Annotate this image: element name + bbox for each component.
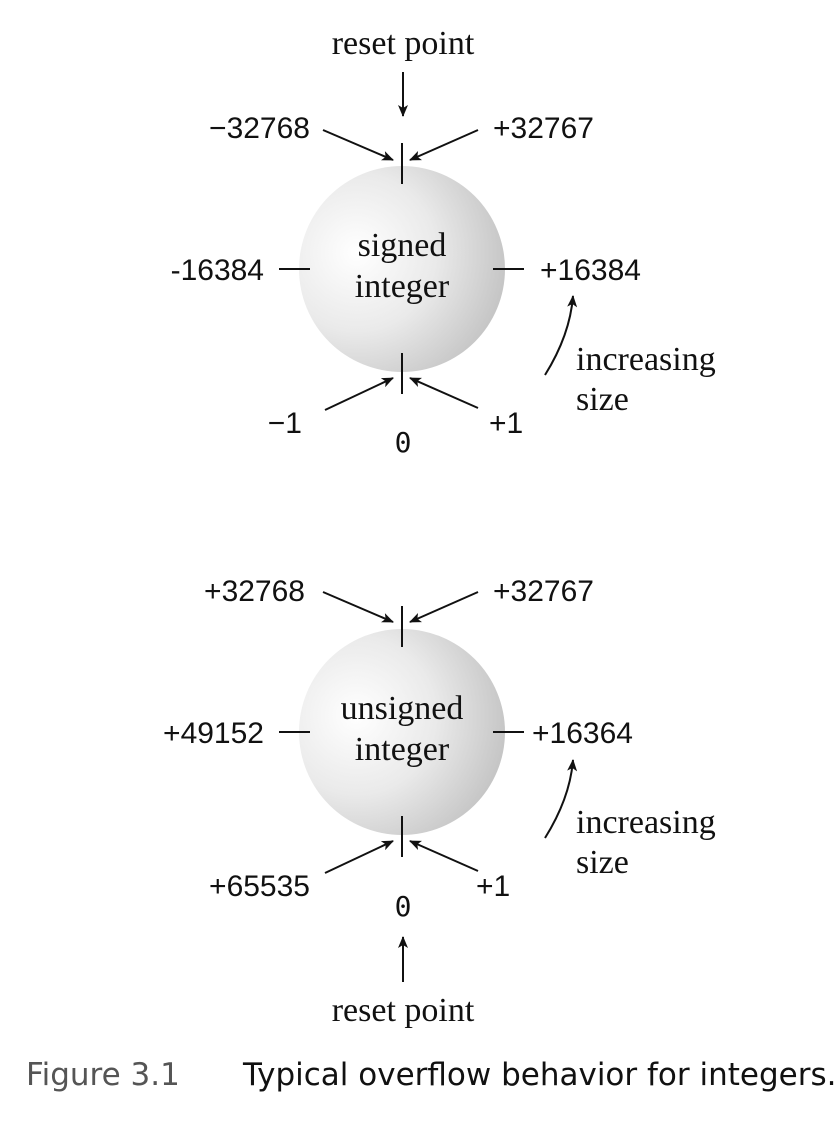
unsigned-bottom-left-arrow	[324, 840, 394, 874]
unsigned-zero-label: 0	[395, 890, 412, 923]
signed-diagram: reset point signed integer −32768 +32767…	[171, 25, 716, 459]
unsigned-circle-label-line2: integer	[355, 731, 450, 768]
signed-top-left-arrow	[322, 129, 394, 161]
unsigned-top-left-arrow	[322, 591, 394, 623]
unsigned-reset-point-label: reset point	[332, 992, 475, 1029]
signed-circle-label-line1: signed	[358, 227, 447, 264]
unsigned-bottom-right-arrow	[409, 840, 479, 872]
unsigned-top-right-value: +32767	[493, 575, 594, 608]
unsigned-circle-label-line1: unsigned	[341, 690, 464, 727]
caption-figure-number: Figure 3.1	[26, 1057, 180, 1093]
signed-increasing-arrow	[544, 295, 578, 376]
unsigned-increasing-label-line2: size	[576, 844, 629, 881]
unsigned-bottom-right-value: +1	[476, 870, 510, 903]
signed-bottom-right-arrow	[409, 377, 479, 409]
unsigned-increasing-arrow	[544, 759, 578, 839]
signed-bottom-right-value: +1	[489, 407, 523, 440]
signed-bottom-left-arrow	[324, 377, 394, 411]
figure-caption: Figure 3.1 Typical overflow behavior for…	[26, 1057, 836, 1093]
unsigned-right-value: +16364	[532, 717, 633, 750]
signed-top-left-value: −32768	[209, 112, 310, 145]
signed-zero-label: 0	[395, 426, 412, 459]
unsigned-bottom-left-value: +65535	[209, 870, 310, 903]
signed-top-right-arrow	[409, 129, 479, 161]
signed-integer-circle	[299, 166, 505, 372]
unsigned-left-value: +49152	[163, 717, 264, 750]
unsigned-increasing-label-line1: increasing	[576, 804, 716, 841]
signed-increasing-label-line1: increasing	[576, 341, 716, 378]
signed-reset-point-label: reset point	[332, 25, 475, 62]
signed-right-value: +16384	[540, 254, 641, 287]
unsigned-diagram: unsigned integer +32768 +32767 +49152 +1…	[163, 575, 716, 1029]
signed-bottom-left-value: −1	[268, 407, 302, 440]
signed-increasing-label-line2: size	[576, 381, 629, 418]
signed-top-right-value: +32767	[493, 112, 594, 145]
unsigned-top-left-value: +32768	[204, 575, 305, 608]
unsigned-integer-circle	[299, 629, 505, 835]
unsigned-top-right-arrow	[409, 591, 479, 623]
caption-text: Typical overflow behavior for integers.	[242, 1057, 836, 1093]
signed-left-value: -16384	[171, 254, 264, 287]
signed-circle-label-line2: integer	[355, 268, 450, 305]
